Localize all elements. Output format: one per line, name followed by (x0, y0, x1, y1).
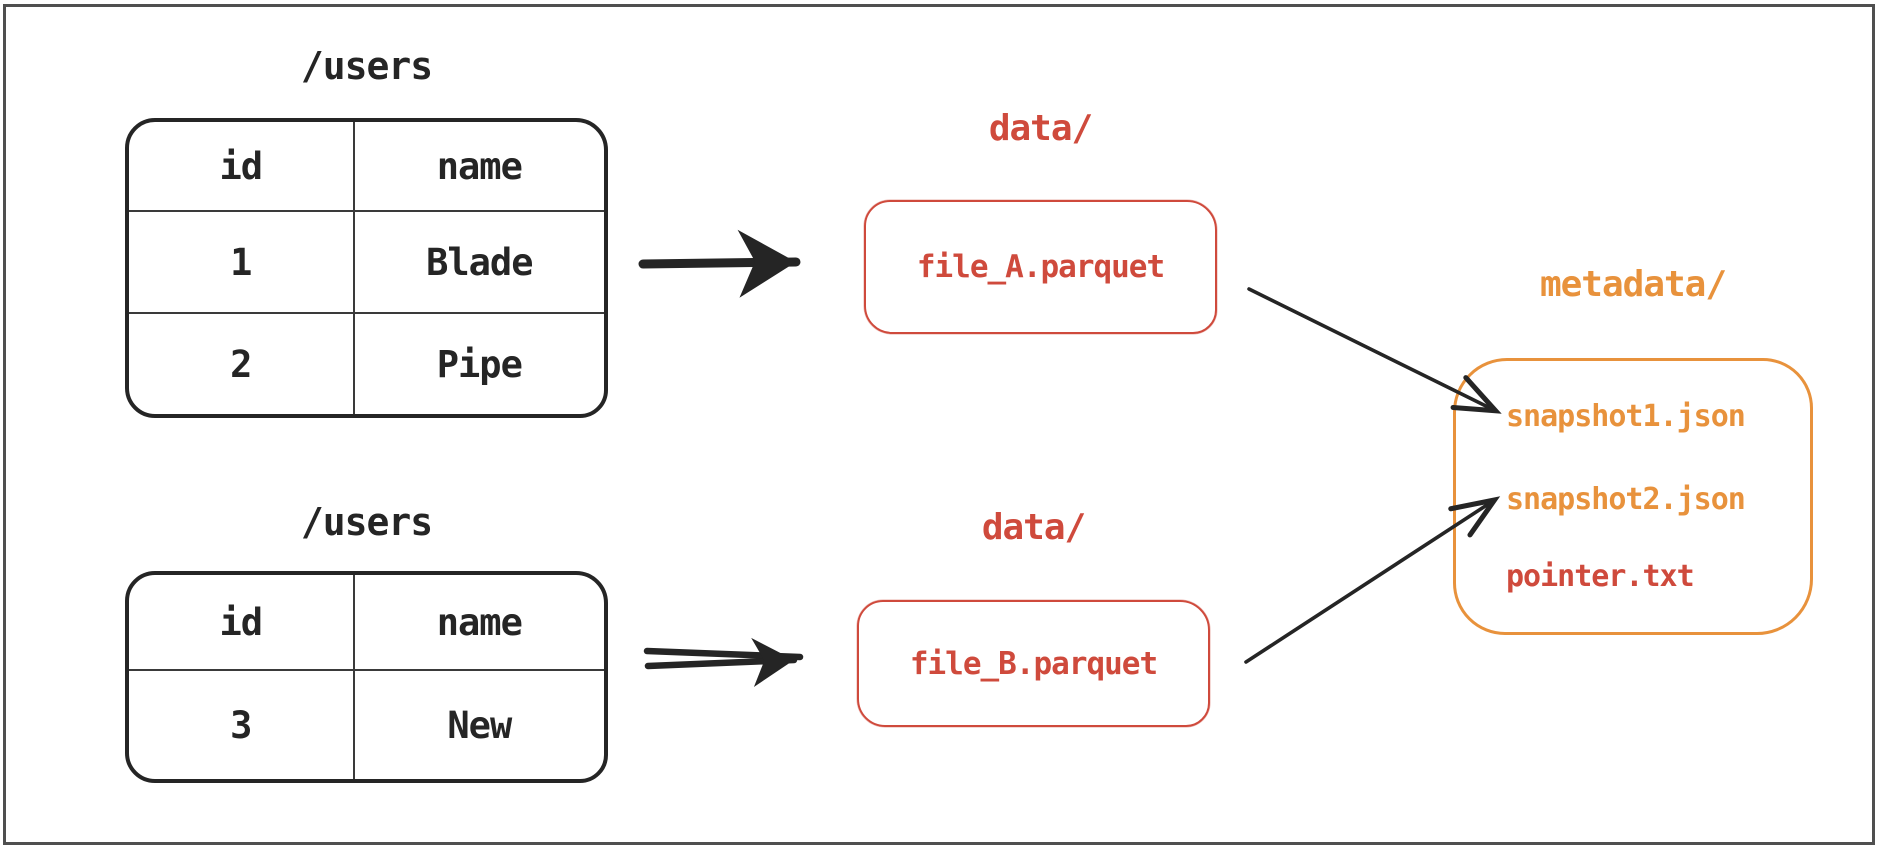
table1-title: /users (300, 44, 433, 88)
table2-header-id: id (129, 575, 355, 671)
table1-users: id name 1 Blade 2 Pipe (125, 118, 608, 418)
table2-cell-id-3: 3 (129, 671, 355, 779)
table2-title: /users (300, 500, 433, 544)
metadata-file-snapshot2: snapshot2.json (1506, 482, 1746, 518)
metadata-file-pointer: pointer.txt (1506, 559, 1695, 595)
data-file-b-box: file_B.parquet (857, 600, 1210, 727)
table2-users: id name 3 New (125, 571, 608, 783)
metadata-file-pointer-text: pointer.txt (1506, 559, 1695, 594)
metadata-file-snapshot2-text: snapshot2.json (1506, 482, 1746, 517)
metadata-dir-label: metadata/ (1539, 264, 1727, 305)
table1-header-name: name (354, 122, 604, 212)
table1-header-id: id (129, 122, 355, 212)
data-dir2-label: data/ (981, 507, 1086, 548)
table1-cell-name-2: Pipe (436, 342, 523, 386)
table1-cell-id-2: 2 (129, 314, 355, 414)
table2-header-name: name (354, 575, 604, 671)
metadata-box: snapshot1.json snapshot2.json pointer.tx… (1453, 358, 1813, 635)
data-file-b-name: file_B.parquet (909, 645, 1158, 682)
table1-cell-name-1: Blade (354, 212, 604, 314)
data-file-a-name: file_A.parquet (916, 249, 1165, 285)
table2-cell-name-3: New (447, 703, 512, 747)
metadata-file-snapshot1-text: snapshot1.json (1506, 399, 1746, 434)
diagram-frame (3, 4, 1875, 845)
data-file-a-box: file_A.parquet (864, 200, 1217, 334)
table1-cell-id-1: 1 (129, 212, 355, 314)
metadata-file-snapshot1: snapshot1.json (1506, 399, 1746, 435)
data-dir1-label: data/ (988, 108, 1093, 149)
